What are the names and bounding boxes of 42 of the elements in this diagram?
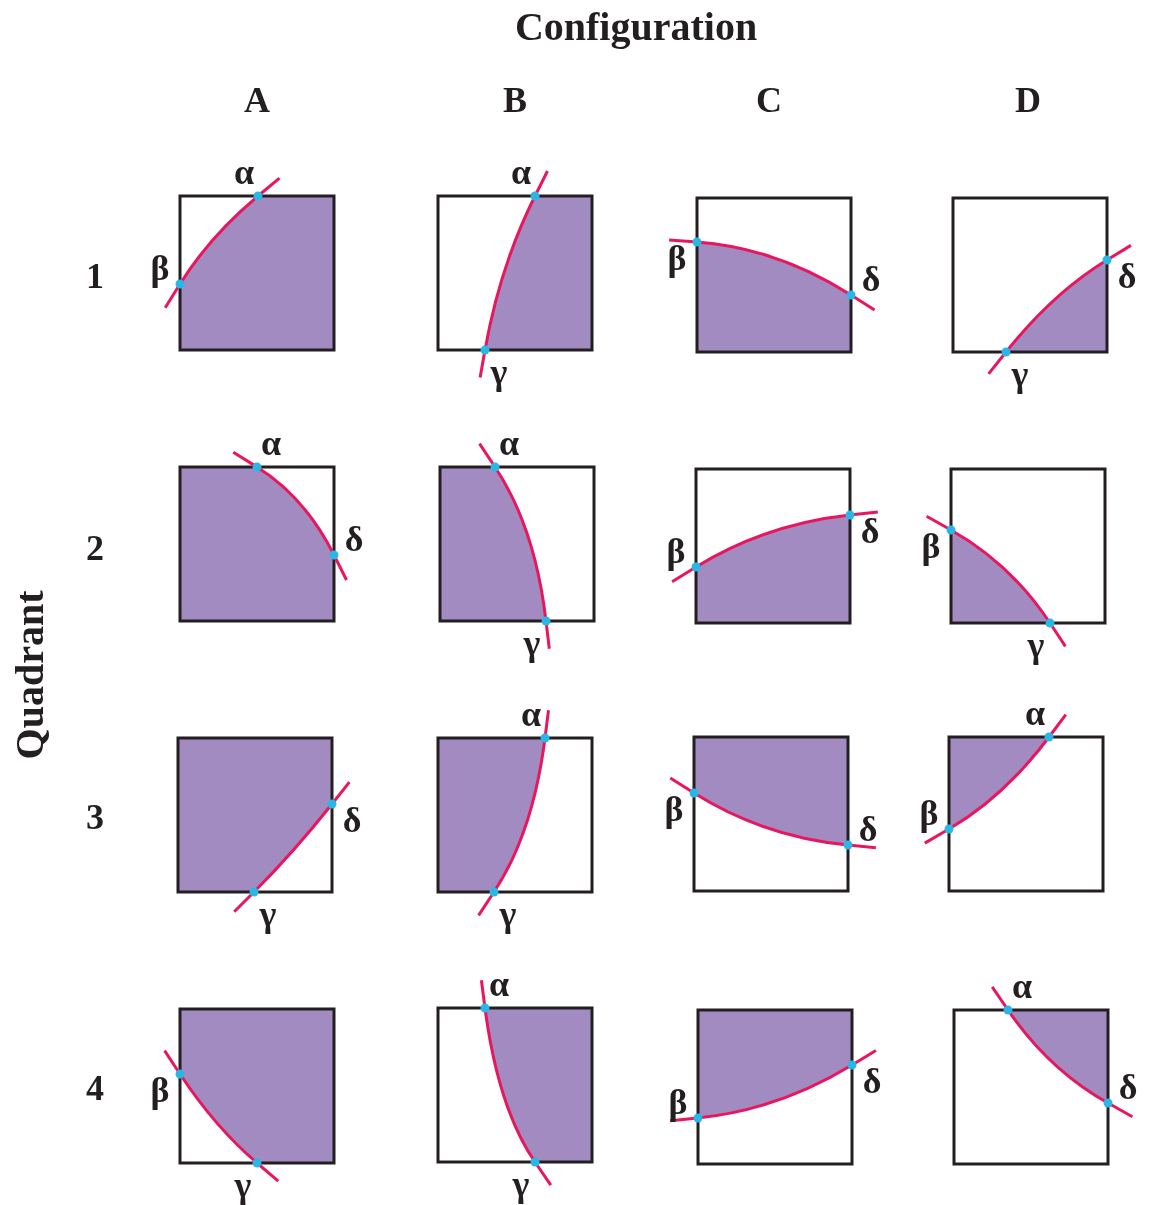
point-label: β (664, 791, 684, 827)
diagram-title: Configuration (514, 7, 758, 47)
point-label: α (1011, 968, 1033, 1004)
point-label: β (921, 528, 941, 564)
column-label: C (756, 82, 782, 118)
point-label: γ (499, 896, 517, 932)
row-label: 3 (86, 799, 104, 835)
point-label: γ (234, 1167, 252, 1203)
point-label: α (260, 425, 282, 461)
point-label: α (488, 966, 510, 1002)
point-label: α (520, 696, 542, 732)
point-label: α (233, 154, 255, 190)
row-label: 4 (86, 1070, 104, 1106)
point-label: δ (344, 521, 364, 557)
point-label: β (919, 795, 939, 831)
point-label: δ (1118, 1069, 1138, 1105)
point-label: β (666, 533, 686, 569)
point-label: α (1024, 695, 1046, 731)
point-label: β (668, 1084, 688, 1120)
column-label: A (244, 82, 270, 118)
row-label: 1 (86, 258, 104, 294)
point-label: γ (490, 354, 508, 390)
point-label: γ (1027, 627, 1045, 663)
point-label: δ (860, 513, 880, 549)
point-label: α (510, 154, 532, 190)
point-label: δ (342, 802, 362, 838)
axis-title: Quadrant (10, 590, 50, 760)
point-label: α (498, 425, 520, 461)
point-label: γ (512, 1166, 530, 1202)
point-label: β (667, 240, 687, 276)
point-label: δ (1117, 258, 1137, 294)
point-label: β (150, 250, 170, 286)
point-label: γ (259, 896, 277, 932)
point-label: δ (861, 261, 881, 297)
point-label: δ (862, 1063, 882, 1099)
point-label: β (150, 1072, 170, 1108)
column-label: D (1015, 82, 1041, 118)
point-label: γ (523, 625, 541, 661)
point-label: δ (858, 811, 878, 847)
column-label: B (503, 82, 527, 118)
point-label: γ (1011, 356, 1029, 392)
row-label: 2 (86, 530, 104, 566)
